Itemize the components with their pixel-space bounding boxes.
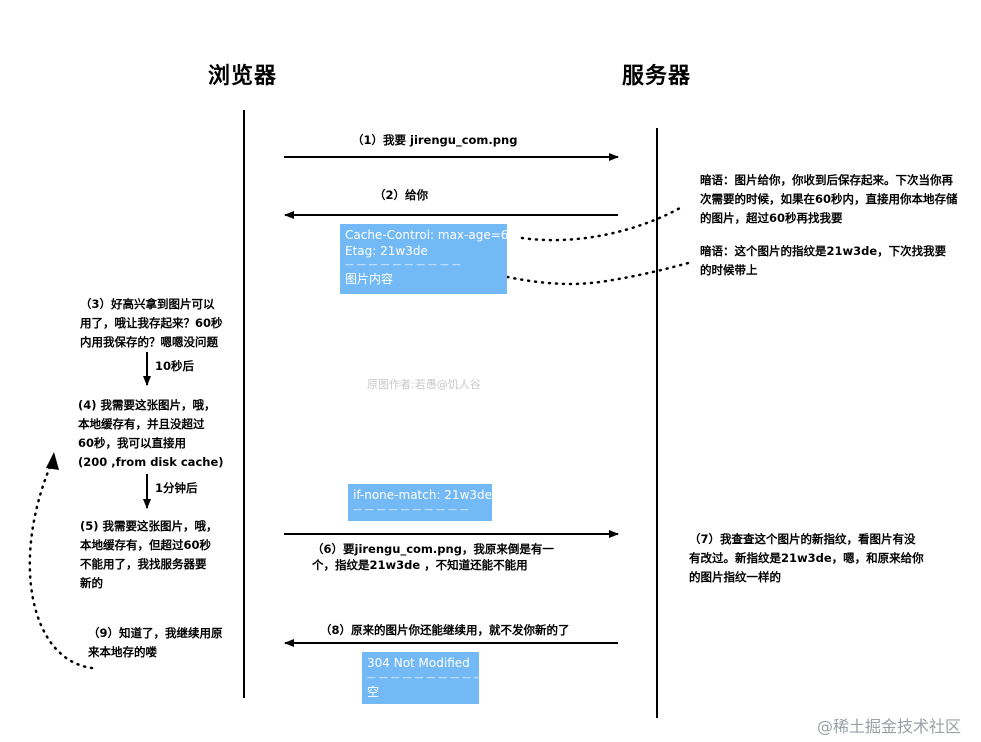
server-step7-note: （7）我查查这个图片的新指纹，看图片有没 有改过。新指纹是21w3de，嗯，和原… <box>689 532 924 584</box>
message-6-label-line1: （6）要jirengu_com.png，我原来倒是有一 <box>312 542 554 556</box>
server-heading: 服务器 <box>622 64 692 89</box>
server-lifeline <box>656 128 658 718</box>
message-1-label: （1）我要 jirengu_com.png <box>352 133 518 147</box>
empty-body-label: 空 <box>367 684 380 699</box>
box-separator: — — — — — — — — — — <box>353 504 469 515</box>
dotted-connector-cache-note <box>520 206 682 242</box>
server-cache-note: 暗语：图片给你，你收到后保存起来。下次当你再 次需要的时候，如果在60秒内，直接… <box>700 173 958 225</box>
box-separator: — — — — — — — — — — <box>345 260 461 270</box>
message-2-label: （2）给你 <box>374 188 429 202</box>
box-separator: — — — — — — — — — — <box>367 672 483 683</box>
browser-step5-note: (5) 我需要这张图片，哦， 本地缓存有，但超过60秒 不能用了，我找服务器要 … <box>80 519 218 590</box>
browser-step9-note: （9）知道了，我继续用原 来本地存的喽 <box>88 626 223 659</box>
timeline-10s-label: 10秒后 <box>155 359 195 373</box>
image-content-label: 图片内容 <box>345 272 394 286</box>
not-modified-box: 304 Not Modified — — — — — — — — — — 空 <box>362 652 483 704</box>
server-etag-note: 暗语：这个图片的指纹是21w3de，下次找我要 的时候带上 <box>700 244 947 277</box>
etag-header: Etag: 21w3de <box>345 243 428 258</box>
browser-step4-note: (4) 我需要这张图片，哦， 本地缓存有，并且没超过 60秒，我可以直接用 (2… <box>78 398 224 469</box>
message-8-label: （8）原来的图片你还能继续用，就不发你新的了 <box>320 623 570 637</box>
browser-step3-note: （3）好高兴拿到图片可以 用了，哦让我存起来？60秒 内用我保存的？嗯嗯没问题 <box>80 297 223 349</box>
brand-watermark: @稀土掘金技术社区 <box>817 717 962 736</box>
status-304-label: 304 Not Modified <box>367 656 470 670</box>
message-6-label-line2: 个，指纹是21w3de ，不知道还能不能用 <box>312 558 528 572</box>
author-watermark: 原图作者:若愚@饥人谷 <box>367 378 481 391</box>
browser-heading: 浏览器 <box>208 64 278 89</box>
if-none-match-header: if-none-match: 21w3de <box>353 488 493 502</box>
request-headers-box: if-none-match: 21w3de — — — — — — — — — … <box>348 484 492 521</box>
response-headers-box: Cache-Control: max-age=60 Etag: 21w3de —… <box>340 224 517 294</box>
timeline-1min-label: 1分钟后 <box>155 481 198 495</box>
dotted-loop-arrow <box>28 460 94 670</box>
cache-control-header: Cache-Control: max-age=60 <box>345 228 517 242</box>
browser-lifeline <box>243 110 245 698</box>
